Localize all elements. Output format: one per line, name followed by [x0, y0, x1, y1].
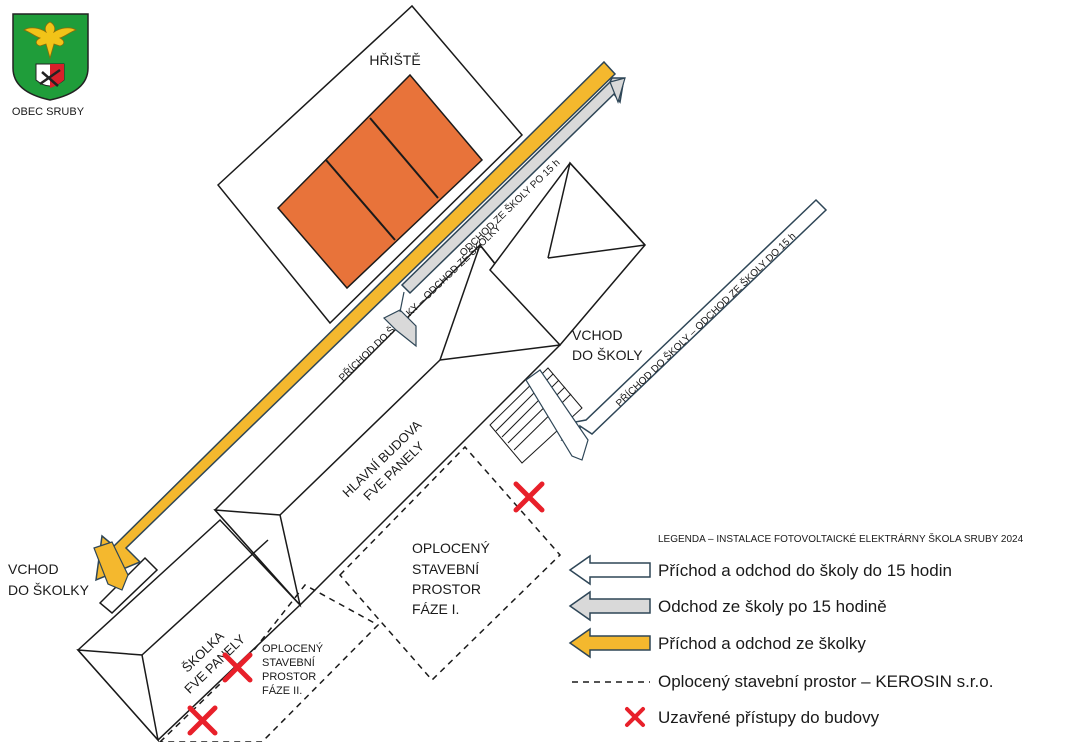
school-entrance-label: VCHOD DO ŠKOLY [572, 327, 643, 363]
svg-text:DO ŠKOLKY: DO ŠKOLKY [8, 582, 90, 598]
municipality-name: OBEC SRUBY [11, 106, 85, 118]
kindergarten-entrance-porch [98, 556, 159, 615]
svg-text:VCHOD: VCHOD [8, 561, 59, 577]
legend-white-arrow-icon [568, 554, 651, 586]
legend: LEGENDA – INSTALACE FOTOVOLTAICKÉ ELEKTR… [568, 532, 1024, 727]
svg-text:FÁZE II.: FÁZE II. [262, 684, 302, 697]
closed-entrance-x-3 [187, 705, 218, 736]
closed-entrance-x-1 [513, 481, 545, 513]
legend-yellow-arrow-icon [568, 627, 651, 659]
legend-gray-arrow-icon [568, 590, 651, 622]
white-path-arrow [525, 198, 828, 461]
svg-text:STAVEBNÍ: STAVEBNÍ [412, 561, 479, 577]
legend-red-x-icon [625, 707, 645, 727]
fenced-area-phase-1 [338, 445, 562, 682]
playground-label: HŘIŠTĚ [369, 52, 420, 68]
svg-text:DO ŠKOLY: DO ŠKOLY [572, 347, 643, 363]
svg-text:PROSTOR: PROSTOR [262, 671, 316, 683]
svg-text:STAVEBNÍ: STAVEBNÍ [262, 656, 316, 669]
legend-item-5: Uzavřené přístupy do budovy [658, 708, 880, 727]
svg-text:OPLOCENÝ: OPLOCENÝ [262, 642, 324, 655]
svg-text:PROSTOR: PROSTOR [412, 581, 481, 597]
legend-item-2: Odchod ze školy po 15 hodině [658, 597, 887, 616]
legend-item-1: Příchod a odchod do školy do 15 hodin [658, 561, 952, 580]
playground: HŘIŠTĚ [216, 4, 524, 325]
main-building [213, 161, 646, 608]
kindergarten-entrance-label: VCHOD DO ŠKOLKY [8, 561, 90, 598]
fenced-area-2-text: OPLOCENÝ STAVEBNÍ PROSTOR FÁZE II. [262, 642, 324, 697]
kindergarten-building [76, 518, 302, 742]
fenced-area-1-text: OPLOCENÝ STAVEBNÍ PROSTOR FÁZE I. [412, 540, 490, 617]
white-arrow-text: PŘÍCHOD DO ŠKOLY – ODCHOD ZE ŠKOLY DO 15… [613, 230, 799, 410]
sports-court [276, 73, 484, 290]
coat-of-arms-logo [12, 13, 89, 101]
gray-path-arrow [382, 77, 626, 348]
svg-text:FÁZE I.: FÁZE I. [412, 601, 459, 617]
svg-text:OPLOCENÝ: OPLOCENÝ [412, 540, 490, 556]
yellow-path-arrow [93, 60, 617, 591]
legend-item-3: Příchod a odchod ze školky [658, 634, 866, 653]
legend-item-4: Oplocený stavební prostor – KEROSIN s.r.… [658, 672, 993, 691]
legend-title: LEGENDA – INSTALACE FOTOVOLTAICKÉ ELEKTR… [658, 532, 1024, 545]
svg-text:VCHOD: VCHOD [572, 327, 623, 343]
closed-entrance-x-2 [222, 652, 253, 683]
